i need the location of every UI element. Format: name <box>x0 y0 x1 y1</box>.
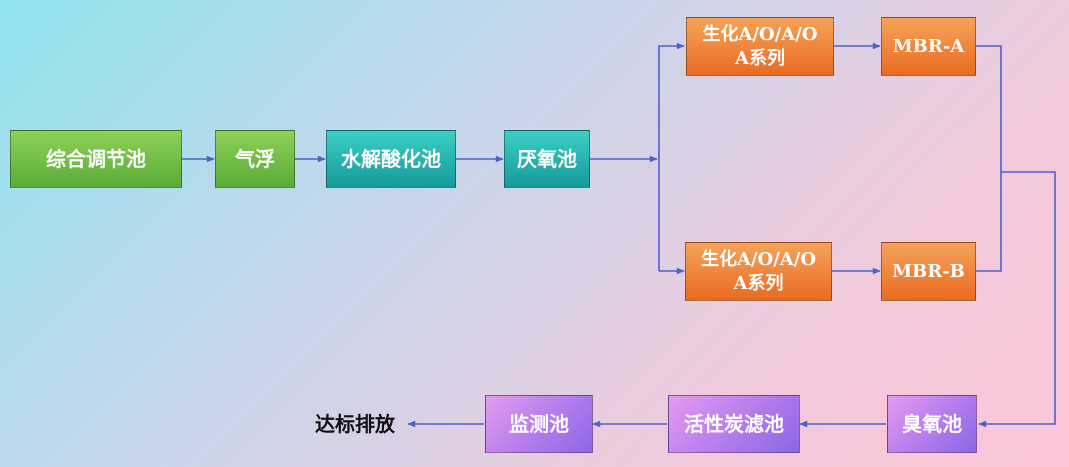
arrow-split-to-aoao-a <box>658 42 685 271</box>
node-bio-aoao-b-series: 生化A/O/A/O A系列 <box>685 242 832 301</box>
arrow-merge-to-ozone <box>978 171 1056 428</box>
node-ozone-tank: 臭氧池 <box>887 395 977 453</box>
node-anaerobic-tank: 厌氧池 <box>504 130 590 188</box>
node-bio-aoao-a-line2: A系列 <box>735 47 785 69</box>
connector-mbr-a-merge <box>976 45 1002 172</box>
node-bio-aoao-b-line1: 生化A/O/A/O <box>700 248 816 270</box>
node-bio-aoao-a-series: 生化A/O/A/O A系列 <box>686 17 834 76</box>
node-air-flotation: 气浮 <box>215 130 295 188</box>
node-mbr-a: MBR-A <box>881 17 976 76</box>
node-mbr-b: MBR-B <box>881 242 976 301</box>
node-hydrolysis-acidification-tank: 水解酸化池 <box>326 130 456 188</box>
node-activated-carbon-filter: 活性炭滤池 <box>668 395 800 453</box>
node-monitoring-tank: 监测池 <box>485 395 593 453</box>
node-bio-aoao-b-line2: A系列 <box>733 272 784 294</box>
connector-mbr-b-merge <box>976 172 1002 272</box>
node-bio-aoao-a-line1: 生化A/O/A/O <box>702 23 818 45</box>
discharge-label: 达标排放 <box>315 412 395 436</box>
node-equalization-tank: 综合调节池 <box>10 130 182 188</box>
